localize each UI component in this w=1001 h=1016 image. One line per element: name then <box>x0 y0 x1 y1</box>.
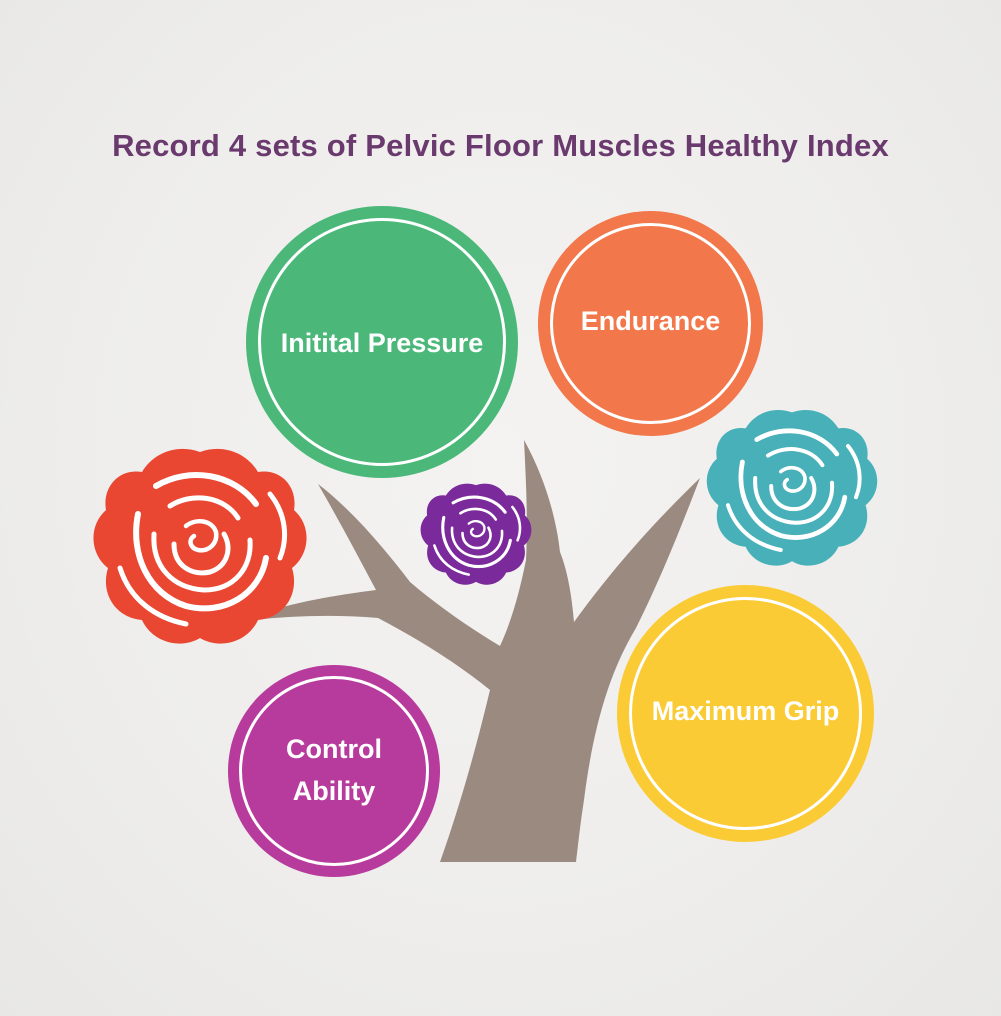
metric-label: Initital Pressure <box>280 328 484 359</box>
metric-label: Endurance <box>580 305 721 336</box>
rose-icon <box>420 483 532 585</box>
metric-control-ability: Control Ability <box>228 665 440 877</box>
rose-icon <box>93 448 307 644</box>
metric-endurance: Endurance <box>538 211 763 436</box>
metric-label: Maximum Grip <box>651 695 840 726</box>
metric-initial-pressure: Initital Pressure <box>246 206 518 478</box>
metric-maximum-grip: Maximum Grip <box>617 585 874 842</box>
metric-ring <box>239 676 429 866</box>
metric-ring <box>258 218 506 466</box>
metric-ring <box>550 223 751 424</box>
page-title: Record 4 sets of Pelvic Floor Muscles He… <box>112 128 889 163</box>
rose-icon <box>706 409 878 566</box>
tree-trunk-icon <box>236 440 700 862</box>
metric-ring <box>629 597 862 830</box>
metric-label: Control Ability <box>286 734 382 806</box>
